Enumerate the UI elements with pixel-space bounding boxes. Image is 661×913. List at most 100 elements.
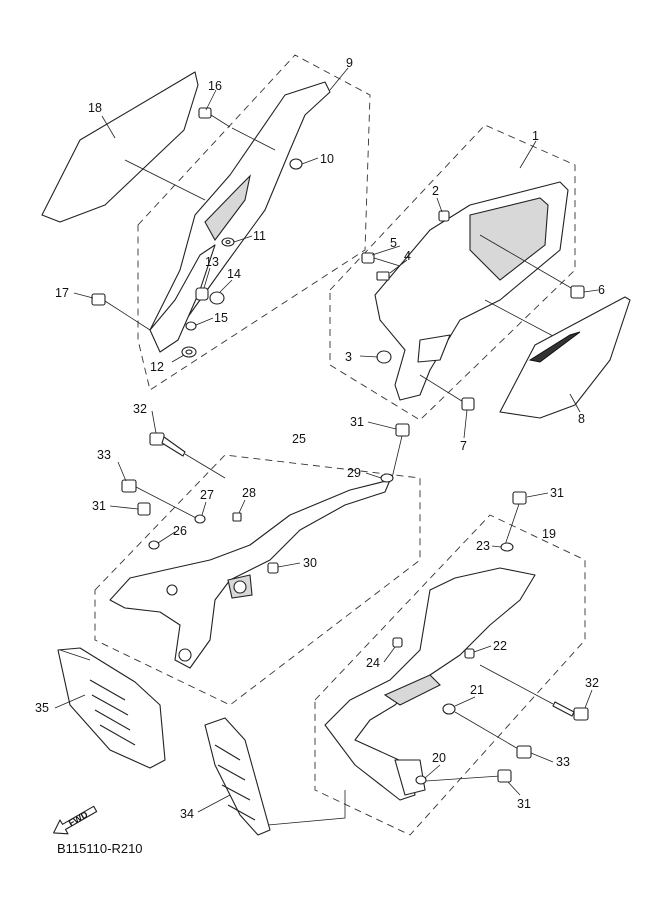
radiator-guard-35: [57, 647, 166, 769]
callout-28: 28: [242, 486, 256, 500]
bracket-25-hole: [233, 580, 247, 594]
collar-10-icon: [289, 158, 303, 170]
washer-27-icon: [194, 514, 206, 524]
bolt-7-icon: [461, 397, 475, 411]
screw-5-icon: [361, 252, 401, 267]
shroud-19-vent: [383, 674, 441, 706]
nut-2-icon: [438, 210, 450, 222]
callout-33-right: 33: [556, 755, 570, 769]
callout-26: 26: [173, 524, 187, 538]
callout-35: 35: [35, 701, 49, 715]
side-cover-1-panel: [469, 197, 549, 281]
callout-30: 30: [303, 556, 317, 570]
callout-7: 7: [460, 439, 467, 453]
callout-6: 6: [598, 283, 605, 297]
callout-33-left: 33: [97, 448, 111, 462]
callout-18: 18: [88, 101, 102, 115]
callout-4: 4: [404, 249, 411, 263]
collar-3-icon: [376, 350, 392, 364]
washer-15-icon: [185, 321, 197, 331]
collar-30-icon: [267, 562, 279, 574]
bracket-25-hole: [178, 648, 192, 662]
callout-29: 29: [347, 466, 361, 480]
bolt-6-icon: [570, 285, 585, 299]
bolt-31-icon: [504, 491, 527, 546]
callout-13: 13: [205, 255, 219, 269]
callout-16: 16: [208, 79, 222, 93]
bolt-17-icon: [91, 293, 151, 331]
shroud-19-lower-tab: [394, 759, 426, 796]
emblem-8: [499, 296, 631, 419]
callout-25: 25: [292, 432, 306, 446]
callout-34: 34: [180, 807, 194, 821]
leader-line: [267, 790, 346, 826]
washer-26-icon: [148, 540, 160, 550]
washer-21-icon: [442, 703, 521, 751]
bolt-31-icon: [497, 769, 512, 783]
grommet-29-icon: [380, 473, 394, 483]
grommet-13-icon: [195, 287, 209, 301]
radiator-guard-35-louvers: [89, 679, 136, 746]
group-outline-19: [314, 514, 586, 836]
side-cover-9-lower: [149, 244, 216, 353]
diagram-code: B115110-R210: [57, 841, 143, 856]
shroud-19: [324, 567, 536, 801]
damper-14-icon: [209, 291, 225, 305]
callout-17: 17: [55, 286, 69, 300]
side-cover-9-rib: [204, 174, 251, 242]
callout-9: 9: [346, 56, 353, 70]
callout-31-left: 31: [92, 499, 106, 513]
group-outline-9: [137, 54, 371, 391]
bolt-32-icon: [149, 432, 226, 479]
fwd-arrow-icon: FWD: [53, 805, 98, 835]
leader-line: [479, 664, 554, 705]
nut-28-icon: [232, 512, 242, 522]
callout-14: 14: [227, 267, 241, 281]
collar-22-icon: [464, 648, 475, 659]
washer-12-icon: [181, 346, 197, 358]
callout-11: 11: [253, 229, 266, 243]
bolt-16-icon: [198, 107, 231, 128]
callout-leaders: [73, 67, 599, 439]
side-plate-18: [41, 71, 199, 223]
callout-32-right: 32: [585, 676, 599, 690]
group-outline-25: [94, 454, 421, 706]
callout-labels: 1 2 3 4 5 6 7 8 9 10 11 12 13 14 15 16 1…: [35, 56, 605, 821]
grommet-23-icon: [500, 542, 514, 552]
callout-31-center: 31: [350, 415, 364, 429]
callout-8: 8: [578, 412, 585, 426]
callout-1: 1: [532, 129, 539, 143]
callout-32-left: 32: [133, 402, 147, 416]
callout-31-right-top: 31: [550, 486, 564, 500]
bracket-25-hole: [166, 584, 178, 596]
bolt-33-icon: [121, 479, 201, 521]
callout-27: 27: [200, 488, 214, 502]
leader-line: [124, 159, 206, 201]
callout-3: 3: [345, 350, 352, 364]
callout-23: 23: [476, 539, 490, 553]
emblem-8-graphic: [528, 331, 581, 363]
callout-24: 24: [366, 656, 380, 670]
callout-20: 20: [432, 751, 446, 765]
bolt-32-icon: [552, 701, 589, 721]
callout-21: 21: [470, 683, 484, 697]
bolt-33-icon: [516, 745, 532, 759]
bracket-25: [109, 479, 391, 669]
callout-31-bottom: 31: [517, 797, 531, 811]
bolt-31-icon: [137, 502, 151, 516]
leader-line: [231, 127, 276, 151]
callout-10: 10: [320, 152, 334, 166]
radiator-guard-34-louvers: [214, 744, 256, 821]
grommet-20-icon: [415, 775, 501, 785]
callout-5: 5: [390, 236, 397, 250]
leader-line: [419, 374, 466, 404]
callout-15: 15: [214, 311, 228, 325]
callout-19: 19: [542, 527, 556, 541]
callout-22: 22: [493, 639, 507, 653]
callout-leaders-lower: [54, 410, 593, 813]
callout-2: 2: [432, 184, 439, 198]
nut-24-icon: [392, 637, 403, 648]
clip-4-icon: [376, 271, 390, 281]
bolt-31-icon: [391, 423, 410, 479]
